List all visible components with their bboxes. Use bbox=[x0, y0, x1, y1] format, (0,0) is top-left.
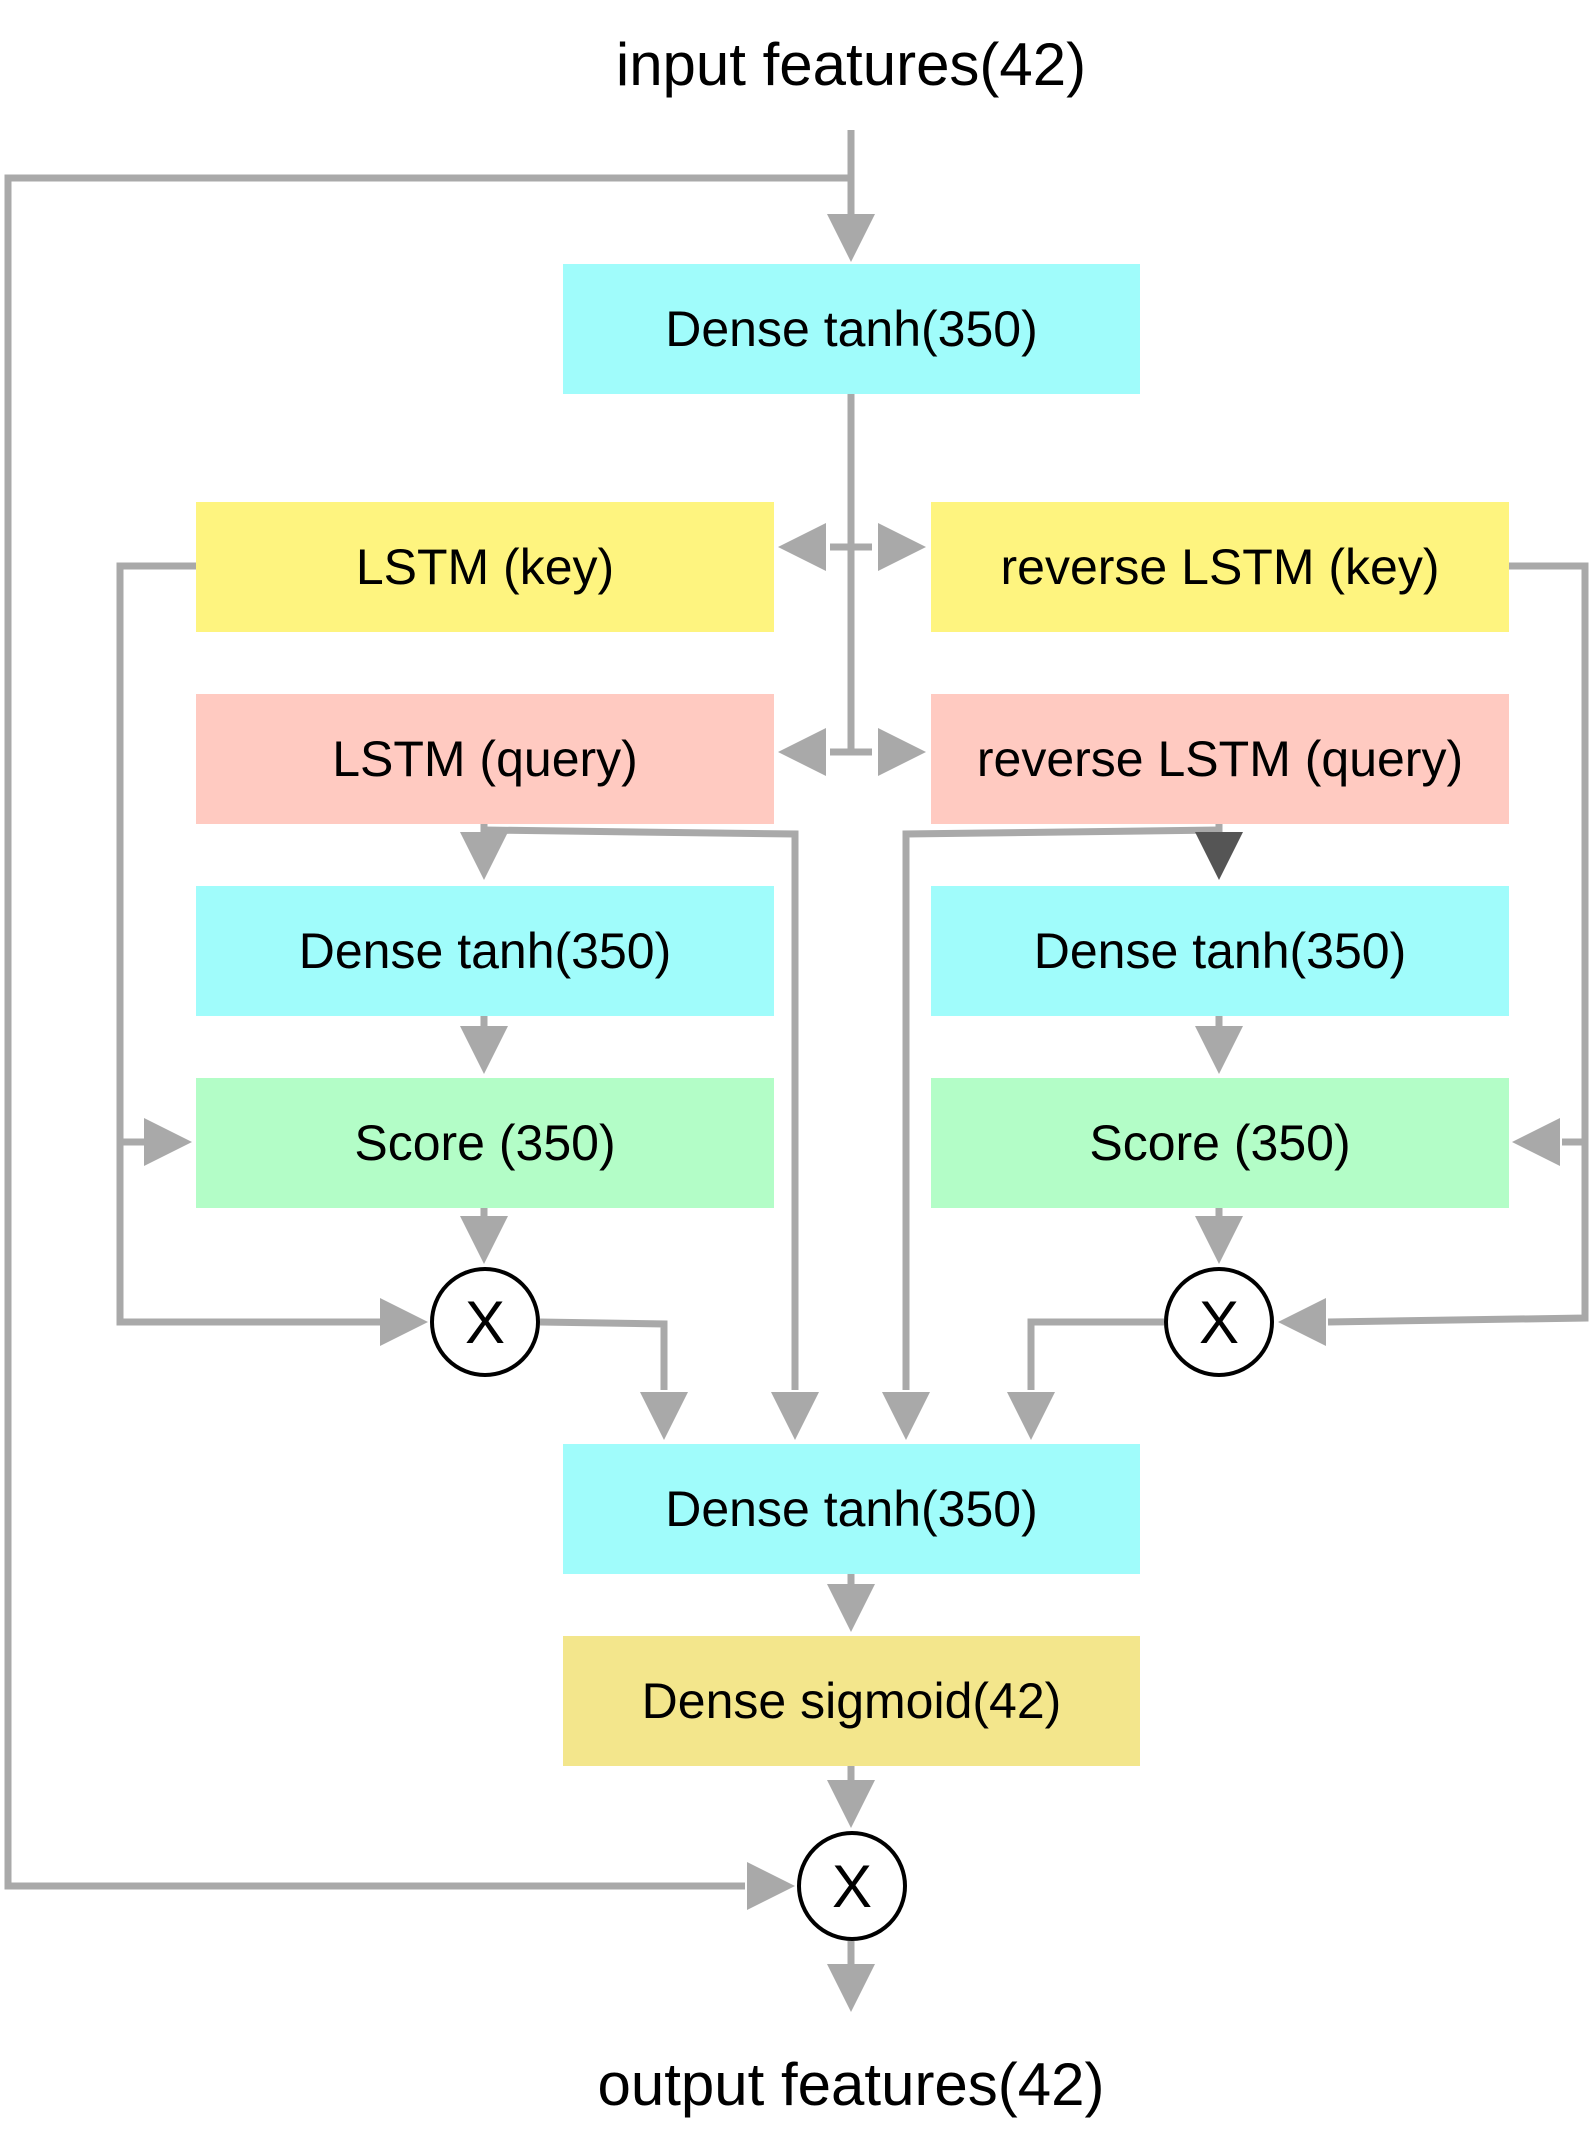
mult-left-merge-arrow-head bbox=[640, 1392, 688, 1440]
mult-left-to-merge-line bbox=[539, 1318, 668, 1390]
reverse-key-mult-arrow-head bbox=[1278, 1298, 1326, 1346]
dense-sigmoid-block: Dense sigmoid(42) bbox=[563, 1636, 1140, 1766]
skip-connection-line bbox=[4, 174, 851, 1890]
dense-tanh-right-block: Dense tanh(350) bbox=[931, 886, 1509, 1016]
reverse-query-arrow-head bbox=[878, 728, 926, 776]
lstm-query-bypass-line bbox=[483, 826, 799, 1390]
dense-tanh-merge-block: Dense tanh(350) bbox=[563, 1444, 1140, 1574]
dense-right-arrow-down bbox=[1195, 1026, 1243, 1074]
mult-right-to-merge-line bbox=[1027, 1318, 1164, 1390]
score-left-arrow-down bbox=[460, 1216, 508, 1264]
lstm-key-score-arrow-head bbox=[144, 1118, 192, 1166]
reverse-lstm-query-block: reverse LSTM (query) bbox=[931, 694, 1509, 824]
lstm-query-block: LSTM (query) bbox=[196, 694, 774, 824]
reverse-lstm-key-block: reverse LSTM (key) bbox=[931, 502, 1509, 632]
lstm-key-mult-arrow-head bbox=[380, 1298, 428, 1346]
sigmoid-mult-arrow-head bbox=[827, 1780, 875, 1828]
reverse-key-to-mult-line bbox=[1327, 562, 1589, 1326]
reverse-key-score-arrow-head bbox=[1512, 1118, 1560, 1166]
score-right-arrow-down bbox=[1195, 1216, 1243, 1264]
reverse-query-bypass-arrow-head bbox=[882, 1392, 930, 1440]
reverse-query-bypass-line bbox=[902, 826, 1220, 1390]
lstm-key-arrow-head bbox=[778, 523, 826, 571]
input-arrow-head bbox=[827, 214, 875, 262]
dense-left-arrow-down bbox=[460, 1026, 508, 1074]
lstm-key-block: LSTM (key) bbox=[196, 502, 774, 632]
reverse-query-arrow-down bbox=[1195, 832, 1243, 880]
multiply-right-operator: X bbox=[1164, 1267, 1274, 1377]
output-arrow-head bbox=[827, 1964, 875, 2012]
lstm-query-arrow-down bbox=[460, 832, 508, 880]
dense-tanh-left-block: Dense tanh(350) bbox=[196, 886, 774, 1016]
lstm-key-to-mult-line bbox=[116, 562, 380, 1326]
multiply-output-operator: X bbox=[797, 1831, 907, 1941]
skip-arrow-head bbox=[747, 1862, 795, 1910]
merge-sigmoid-arrow-head bbox=[827, 1584, 875, 1632]
input-features-label: input features(42) bbox=[615, 31, 1087, 98]
score-right-block: Score (350) bbox=[931, 1078, 1509, 1208]
lstm-query-bypass-arrow-head bbox=[771, 1392, 819, 1440]
output-features-label: output features(42) bbox=[597, 2051, 1105, 2118]
lstm-query-arrow-head bbox=[778, 728, 826, 776]
reverse-key-arrow-head bbox=[878, 523, 926, 571]
multiply-left-operator: X bbox=[430, 1267, 540, 1377]
mult-right-merge-arrow-head bbox=[1007, 1392, 1055, 1440]
dense-tanh-top-block: Dense tanh(350) bbox=[563, 264, 1140, 394]
score-left-block: Score (350) bbox=[196, 1078, 774, 1208]
